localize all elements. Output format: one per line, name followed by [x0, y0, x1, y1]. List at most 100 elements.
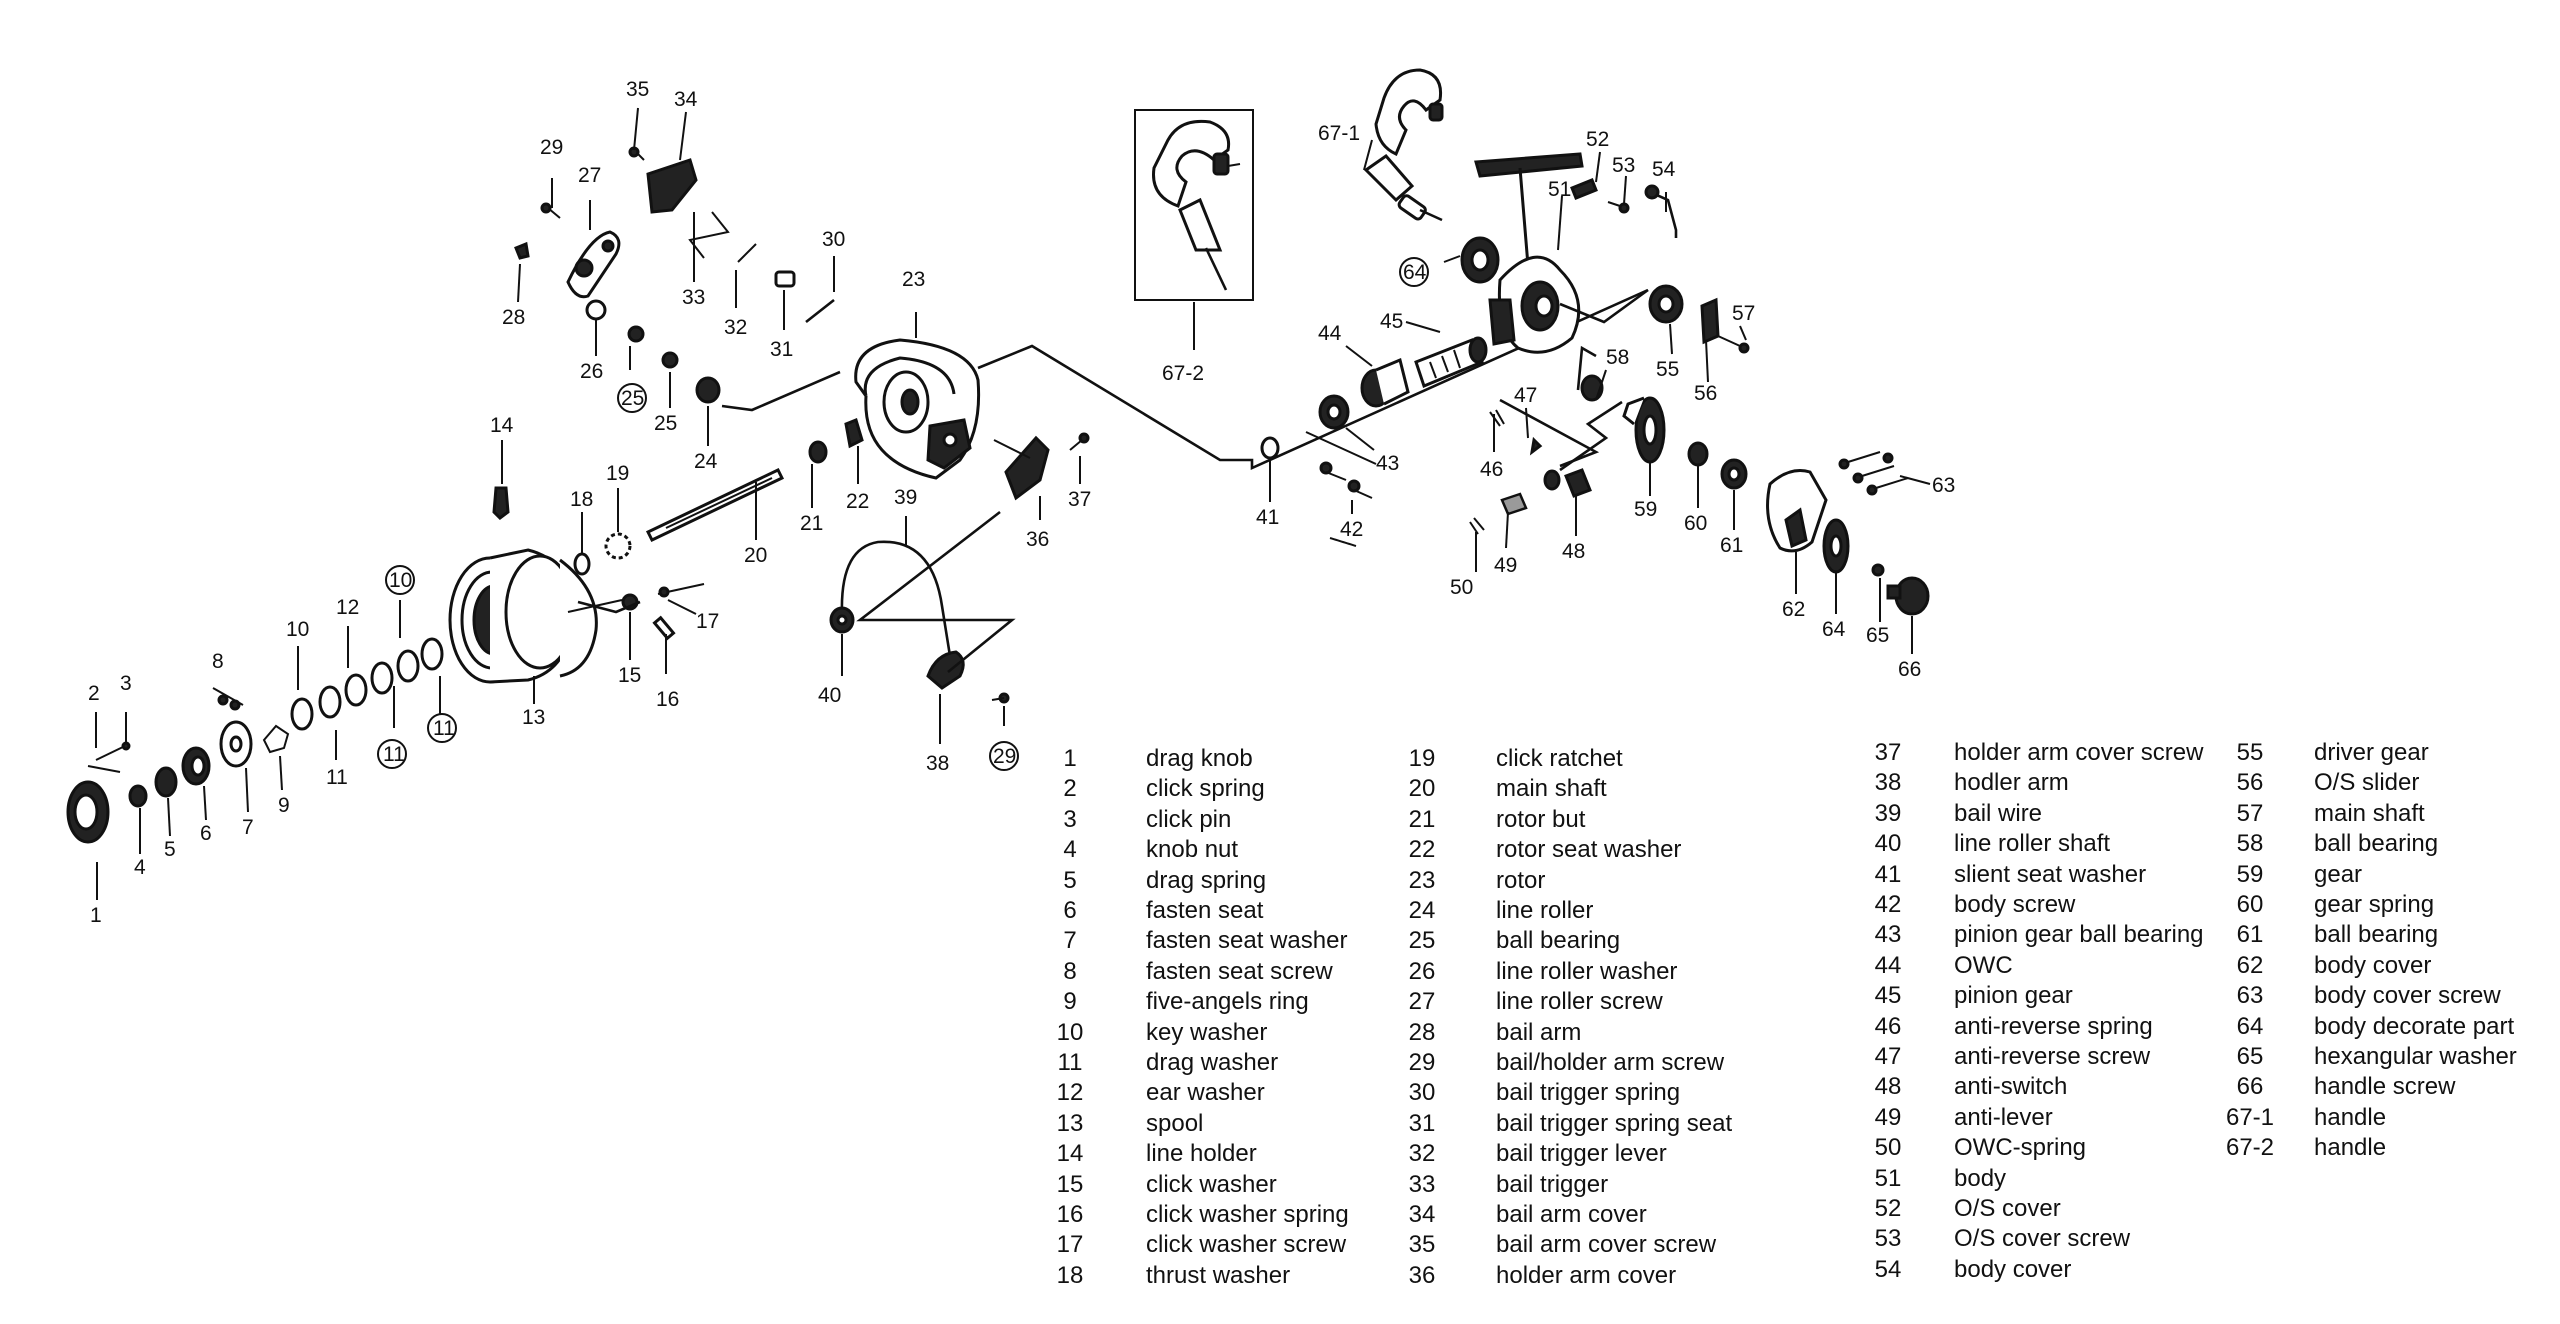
- legend-part-number: 67-2: [2225, 1134, 2275, 1162]
- legend-part-name: body cover: [1954, 1255, 2072, 1283]
- callout-8: 8: [212, 650, 224, 673]
- callout-5: 5: [164, 838, 176, 861]
- legend-part-name: line roller: [1496, 897, 1594, 924]
- legend-part-name: hodler arm: [1954, 769, 2069, 797]
- callout-42: 42: [1340, 518, 1363, 541]
- spool-assembly: [66, 468, 785, 844]
- body-cover-screws: [1838, 451, 1909, 496]
- callout-60: 60: [1684, 512, 1707, 535]
- callout-32: 32: [724, 316, 747, 339]
- callout-18: 18: [570, 488, 593, 511]
- legend-part-number: 18: [1056, 1261, 1084, 1289]
- callout-41: 41: [1256, 506, 1279, 529]
- legend-part-number: 42: [1874, 891, 1902, 918]
- callout-56: 56: [1694, 382, 1717, 405]
- legend-part-name: pinion gear ball bearing: [1954, 921, 2204, 949]
- callout-16: 16: [656, 688, 679, 711]
- legend-part-name: spool: [1146, 1109, 1204, 1137]
- legend-part-number: 17: [1056, 1231, 1084, 1259]
- legend-part-name: anti-reverse screw: [1954, 1043, 2151, 1070]
- pinion-gear-part: [1414, 336, 1488, 389]
- callout-23: 23: [902, 268, 925, 291]
- callout-28: 28: [502, 306, 525, 329]
- leader-lines: [95, 107, 1931, 900]
- callout-1: 1: [90, 904, 102, 927]
- legend-part-number: 34: [1408, 1201, 1436, 1228]
- callout-20: 20: [744, 544, 767, 567]
- callout-46: 46: [1480, 458, 1503, 481]
- callout-9: 9: [278, 794, 290, 817]
- legend-part-number: 20: [1408, 775, 1436, 803]
- callout-10: 10: [286, 618, 309, 641]
- legend-part-name: anti-switch: [1954, 1073, 2068, 1101]
- legend-part-name: knob nut: [1146, 836, 1239, 864]
- legend-part-number: 37: [1874, 739, 1902, 766]
- legend-part-number: 23: [1408, 866, 1436, 894]
- holder-arm-part: [926, 650, 965, 690]
- legend-part-number: 48: [1874, 1073, 1902, 1101]
- callout-52: 52: [1586, 128, 1609, 151]
- callout-62: 62: [1782, 598, 1805, 621]
- callout-3: 3: [120, 672, 132, 695]
- legend-part-name: slient seat washer: [1954, 860, 2147, 888]
- legend-part-number: 2: [1063, 775, 1077, 803]
- anti-switch-part: [1564, 468, 1592, 498]
- thrust-washer-part: [573, 552, 591, 576]
- legend-part-number: 12: [1056, 1079, 1084, 1107]
- callout-36: 36: [1026, 528, 1049, 551]
- legend-part-number: 57: [2236, 799, 2264, 827]
- legend-part-name: body cover: [2314, 951, 2432, 979]
- legend-part-name: bail/holder arm screw: [1496, 1049, 1725, 1076]
- legend-part-number: 51: [1874, 1164, 1902, 1192]
- legend-part-name: bail arm cover screw: [1496, 1231, 1717, 1259]
- legend-part-name: driver gear: [2314, 739, 2429, 766]
- callout-50: 50: [1450, 576, 1473, 599]
- legend-part-number: 44: [1874, 951, 1902, 979]
- legend-part-number: 19: [1408, 745, 1436, 772]
- bail-trigger-part: [688, 211, 730, 259]
- callout-57: 57: [1732, 302, 1755, 325]
- callout-27: 27: [578, 164, 601, 187]
- callout-54: 54: [1652, 158, 1676, 181]
- legend-part-name: thrust washer: [1146, 1261, 1291, 1289]
- callout-53: 53: [1612, 154, 1635, 177]
- legend-part-name: ball bearing: [2314, 921, 2439, 949]
- legend-part-name: body: [1954, 1164, 2007, 1192]
- callout-25-circled: 25: [621, 387, 644, 410]
- legend-part-name: ball bearing: [1496, 927, 1621, 955]
- legend-part-name: O/S cover screw: [1954, 1225, 2131, 1253]
- legend-part-number: 39: [1874, 799, 1902, 827]
- callout-34: 34: [674, 88, 698, 111]
- legend-part-number: 35: [1408, 1231, 1436, 1259]
- legend-part-name: drag knob: [1146, 745, 1253, 772]
- legend-part-name: click washer: [1146, 1170, 1277, 1198]
- callout-24: 24: [694, 450, 718, 473]
- legend-part-number: 33: [1408, 1170, 1436, 1198]
- legend-part-name: ear washer: [1146, 1079, 1265, 1107]
- legend-part-number: 15: [1056, 1170, 1084, 1198]
- callout-29: 29: [540, 136, 563, 159]
- legend-part-number: 7: [1063, 927, 1077, 955]
- legend-part-number: 31: [1408, 1109, 1436, 1137]
- legend-part-number: 47: [1874, 1043, 1902, 1070]
- legend-part-name: bail arm cover: [1496, 1201, 1647, 1228]
- callout-43: 43: [1376, 452, 1399, 475]
- legend-part-number: 5: [1063, 866, 1077, 894]
- legend-part-number: 21: [1408, 805, 1436, 833]
- legend-part-number: 40: [1874, 830, 1902, 858]
- legend-part-number: 22: [1408, 836, 1436, 864]
- legend-part-number: 29: [1408, 1049, 1436, 1076]
- legend-part-name: holder arm cover screw: [1954, 739, 2204, 766]
- callout-66: 66: [1898, 658, 1921, 681]
- callout-29-circled: 29: [993, 745, 1016, 768]
- legend-part-name: fasten seat washer: [1146, 927, 1348, 955]
- line-holder-part: [492, 486, 510, 520]
- legend-part-number: 25: [1408, 927, 1436, 955]
- callout-19: 19: [606, 462, 629, 485]
- body-part: [1474, 152, 1584, 354]
- callout-64: 64: [1822, 618, 1846, 641]
- callout-22: 22: [846, 490, 869, 513]
- callout-11-circled-a: 11: [383, 743, 405, 766]
- legend-part-name: bail wire: [1954, 799, 2043, 827]
